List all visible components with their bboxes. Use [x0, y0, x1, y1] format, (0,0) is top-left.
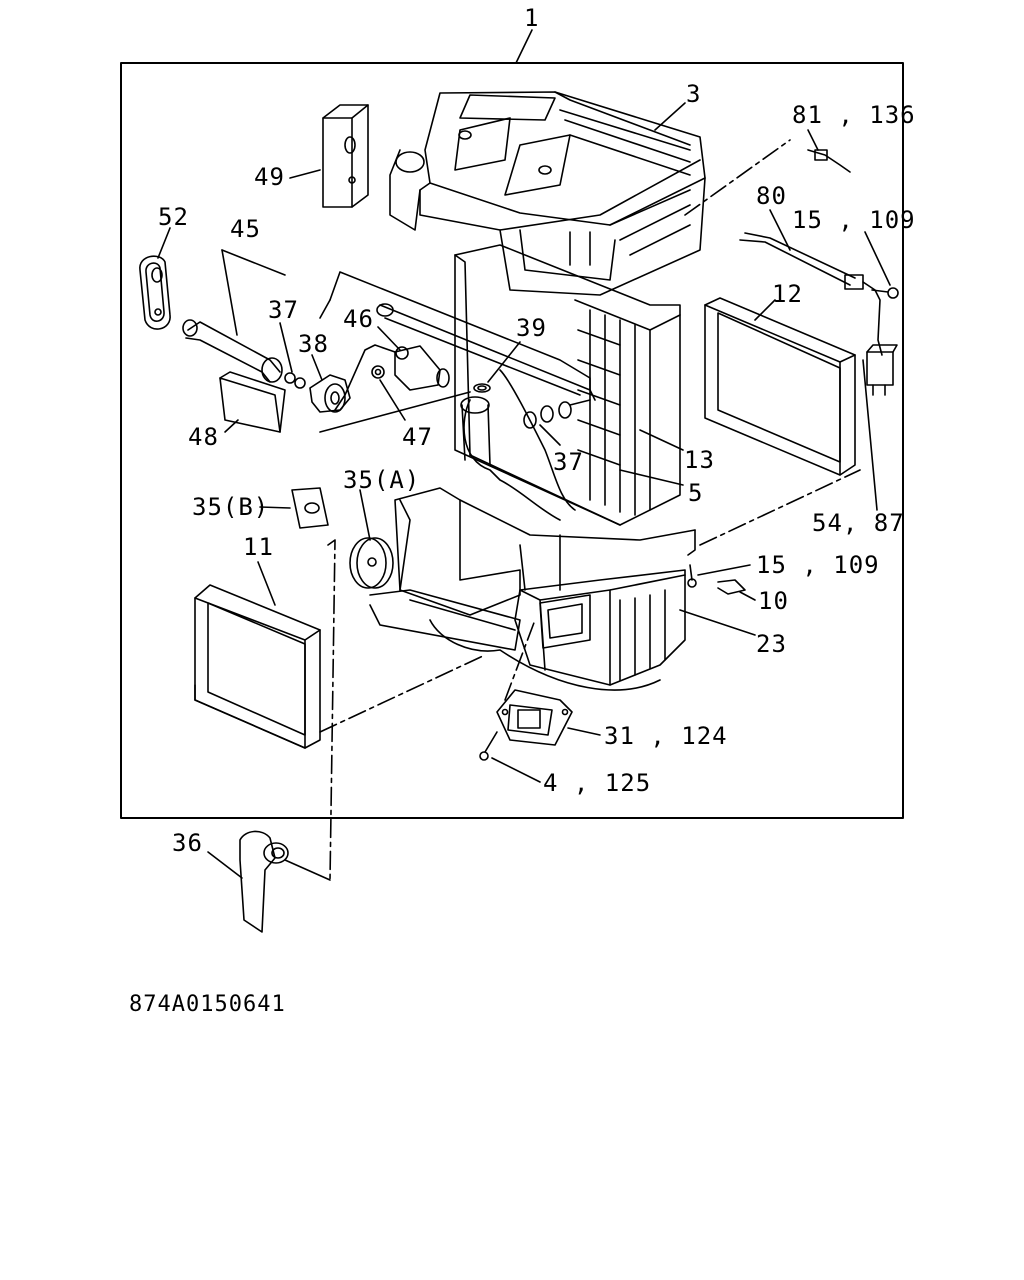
upper-case-part-3	[390, 92, 705, 295]
filter-part-11	[195, 585, 320, 748]
callout-38: 38	[298, 330, 329, 358]
pipe-assembly	[320, 272, 595, 400]
clip-part-35b	[292, 488, 328, 528]
leader-5	[620, 470, 683, 485]
callout-52: 52	[158, 203, 189, 231]
callout-35a: 35(A)	[343, 466, 421, 494]
leader-13	[640, 430, 683, 450]
callout-46: 46	[343, 305, 374, 333]
resistor-part-31	[497, 690, 572, 745]
oring-part-37b	[524, 400, 590, 428]
callout-15-109-lower: 15 , 109	[756, 551, 880, 579]
gasket-part-52	[140, 256, 170, 329]
guide-line-81	[685, 140, 790, 215]
guide-line-39	[320, 392, 470, 432]
leader-10	[740, 592, 755, 600]
callout-3: 3	[686, 80, 702, 108]
leader-11	[258, 562, 275, 605]
leader-47	[380, 380, 405, 420]
leader-46	[378, 327, 400, 350]
screw-part-15	[872, 288, 898, 298]
guide-line-filter	[320, 655, 485, 732]
leader-1	[516, 30, 532, 63]
leader-45-left	[222, 250, 237, 335]
lower-case-part-23	[370, 488, 695, 690]
callout-23: 23	[756, 630, 787, 658]
leader-23	[680, 610, 755, 635]
callout-49: 49	[254, 163, 285, 191]
callout-45: 45	[230, 215, 261, 243]
leader-81	[808, 130, 818, 150]
callout-15-109-upper: 15 , 109	[792, 206, 916, 234]
screw-part-4	[480, 732, 497, 760]
callout-5: 5	[688, 479, 704, 507]
leader-38	[312, 355, 322, 380]
leader-35a	[360, 490, 370, 540]
duct-part-36	[240, 831, 330, 932]
guide-line-31	[505, 620, 535, 700]
guide-line-duct	[328, 540, 335, 880]
callout-35b: 35(B)	[192, 493, 270, 521]
leader-12	[755, 300, 775, 320]
callout-12: 12	[772, 280, 803, 308]
diagram-reference-code: 874A0150641	[129, 992, 286, 1017]
frame-part-12	[705, 298, 855, 475]
callout-36: 36	[172, 829, 203, 857]
callout-37-upper: 37	[268, 296, 299, 324]
callout-47: 47	[402, 423, 433, 451]
screw-part-15b	[688, 565, 696, 587]
leader-49	[290, 170, 320, 178]
callout-31-124: 31 , 124	[604, 722, 728, 750]
leader-52	[158, 228, 170, 258]
core-part-5	[455, 245, 680, 525]
valve-part-46	[335, 345, 449, 410]
callout-80: 80	[756, 182, 787, 210]
leader-45-right	[222, 250, 285, 275]
leader-54	[863, 360, 877, 510]
callout-13: 13	[684, 446, 715, 474]
leader-3	[655, 103, 685, 130]
pad-part-48	[220, 372, 285, 432]
clip-part-10	[718, 580, 745, 594]
leader-15a	[865, 232, 890, 285]
leader-39	[488, 342, 520, 382]
connector-part-81	[808, 150, 850, 172]
leader-31	[568, 728, 600, 735]
callout-48: 48	[188, 423, 219, 451]
leader-15b	[698, 565, 750, 575]
leader-35b	[260, 507, 290, 508]
leader-37b	[540, 425, 560, 445]
callout-11: 11	[243, 533, 274, 561]
callout-10: 10	[758, 587, 789, 615]
callout-1: 1	[524, 4, 540, 32]
callout-37-lower: 37	[553, 448, 584, 476]
callout-4-125: 4 , 125	[543, 769, 652, 797]
pipe-part-45	[183, 320, 305, 388]
callout-39: 39	[516, 314, 547, 342]
callout-81-136: 81 , 136	[792, 101, 916, 129]
assembly-frame	[121, 63, 903, 818]
guide-line-evap	[700, 470, 860, 545]
leader-80	[770, 210, 790, 250]
leader-48	[225, 420, 238, 432]
bolt-part-47	[372, 366, 384, 378]
callout-54-87: 54, 87	[812, 509, 905, 537]
pad-part-49	[323, 105, 368, 207]
leader-4	[492, 758, 540, 782]
motor-part-35a	[350, 538, 393, 588]
relay-part-54	[867, 345, 897, 395]
leader-36	[208, 852, 242, 878]
oring-part-39	[474, 384, 490, 392]
leader-37a	[280, 323, 292, 372]
fitting-part-38	[310, 375, 350, 412]
